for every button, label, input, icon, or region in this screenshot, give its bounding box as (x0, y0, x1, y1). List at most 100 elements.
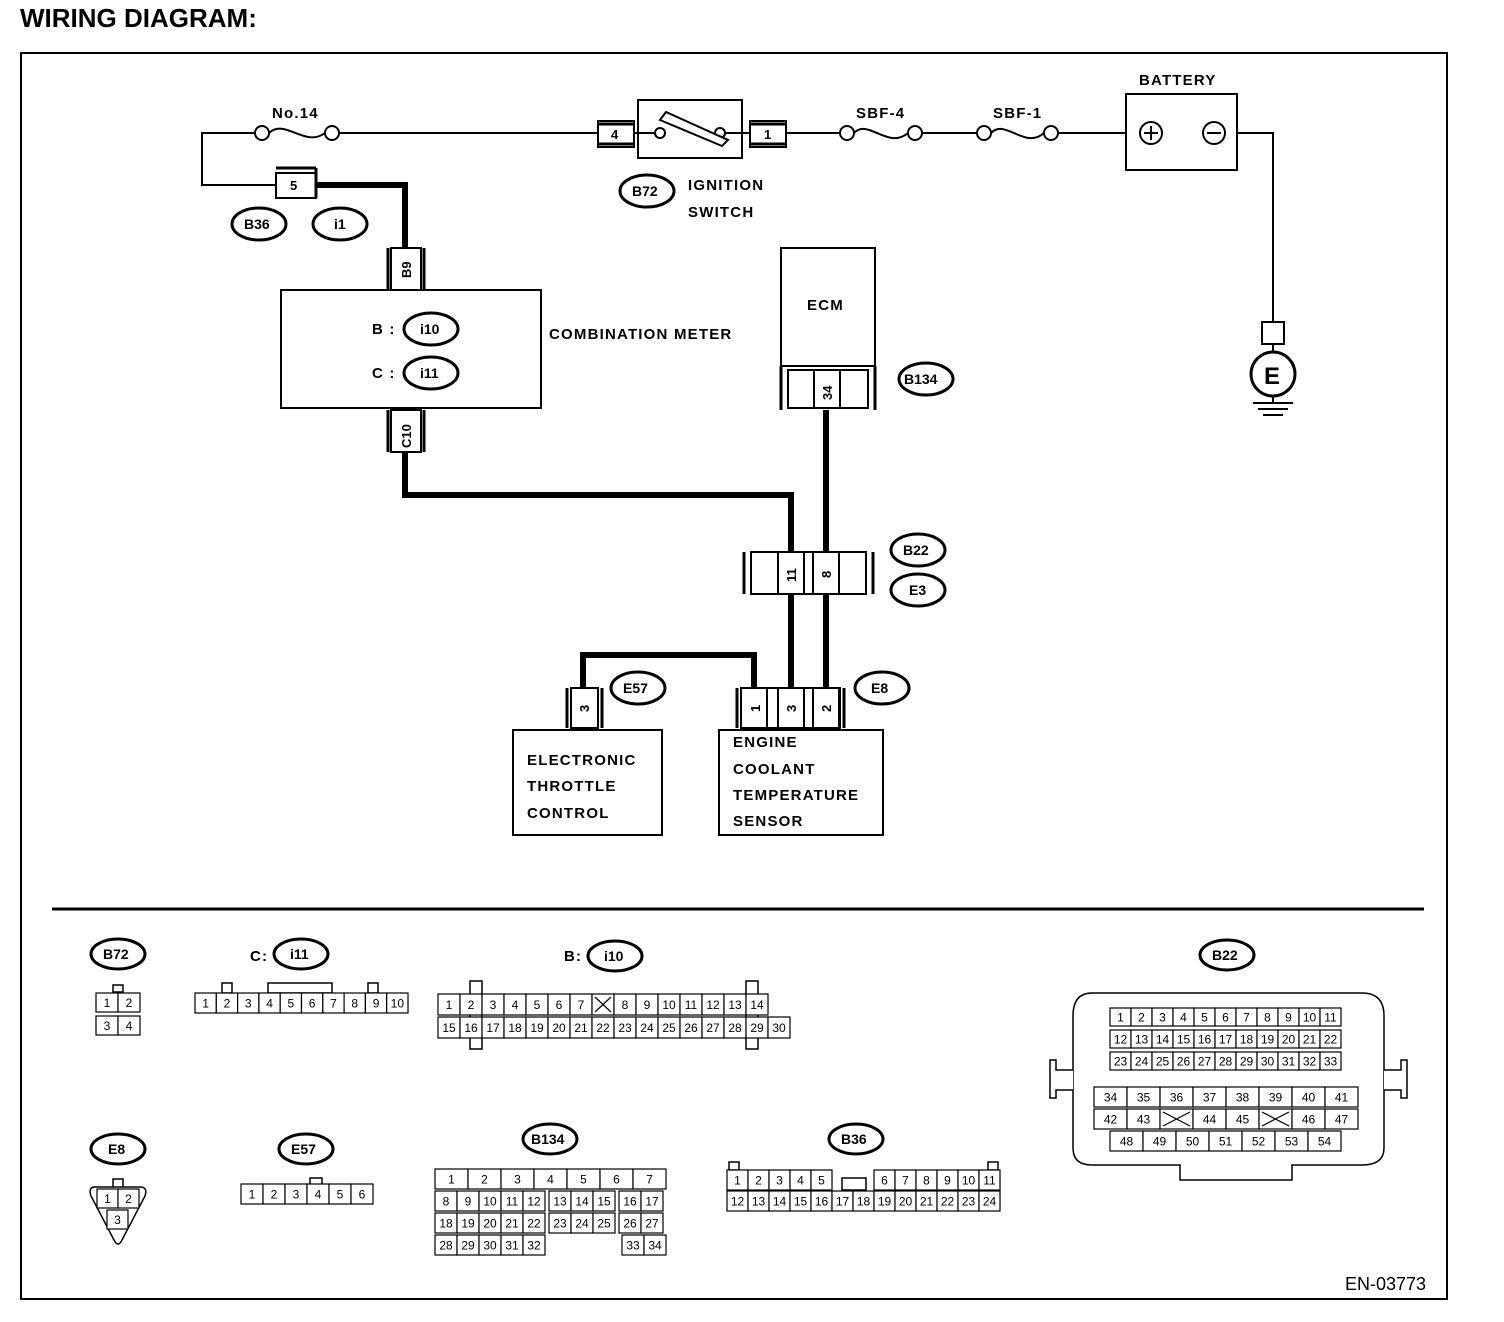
ecm-label: ECM (807, 297, 844, 314)
pin-cell (117, 1015, 141, 1036)
pin-number: 4 (266, 997, 273, 1011)
pin-number: 4 (547, 1173, 554, 1187)
ects-label-3: TEMPERATURE (733, 787, 859, 804)
connector-legend: B72 C: i11 B: i10 B22 E8 E57 B134 B36 (89, 937, 1408, 1256)
b22-pin-8: 8 (819, 571, 834, 578)
ignition-switch: 4 1 B72 IGNITION SWITCH (597, 99, 787, 221)
fusible-link-sbf4: SBF-4 (839, 105, 923, 141)
pin-number: 6 (309, 997, 316, 1011)
pin-number: 4 (512, 998, 519, 1012)
pin-number: 15 (597, 1195, 611, 1209)
pin-number: 5 (534, 998, 541, 1012)
b36-connector-label: B36 (244, 216, 270, 232)
pin-number: 3 (490, 998, 497, 1012)
pin-number: 5 (288, 997, 295, 1011)
pin-number: 34 (1104, 1091, 1118, 1105)
pin-number: 21 (505, 1217, 519, 1231)
legend-i10-label: i10 (604, 948, 624, 964)
pin-number: 11 (685, 998, 698, 1012)
pin-number: 6 (359, 1188, 366, 1202)
pin-number: 10 (391, 997, 405, 1011)
pin-number: 7 (330, 997, 337, 1011)
ects-label-4: SENSOR (733, 813, 804, 830)
ignition-label-2: SWITCH (688, 204, 754, 221)
pin-number: 12 (731, 1195, 745, 1209)
pin-number: 12 (527, 1195, 541, 1209)
pin-number: 41 (1335, 1091, 1349, 1105)
pin-number: 15 (1177, 1033, 1191, 1047)
pin-number: 3 (293, 1188, 300, 1202)
ignition-label-1: IGNITION (688, 177, 764, 194)
legend-b72-label: B72 (103, 946, 129, 962)
b134-connector-label: B134 (904, 371, 938, 387)
pin-number: 18 (1240, 1033, 1254, 1047)
power-wiring (201, 132, 1274, 322)
b22-pin-11: 11 (784, 568, 799, 582)
pin-number: 21 (1303, 1033, 1317, 1047)
pin-number: 27 (645, 1217, 659, 1231)
pin-number: 15 (442, 1021, 456, 1035)
blocked-pin-icon (1261, 1111, 1290, 1127)
pin-number: 8 (622, 998, 629, 1012)
pin-cell (632, 1168, 667, 1190)
pin-number: 8 (351, 997, 358, 1011)
pin-number: 50 (1186, 1135, 1200, 1149)
etc-label-3: CONTROL (527, 805, 610, 822)
pin-number: 34 (648, 1239, 662, 1253)
pin-number: 28 (1219, 1055, 1233, 1069)
pin-number: 21 (574, 1021, 588, 1035)
pin-number: 13 (553, 1195, 567, 1209)
pin-number: 7 (646, 1173, 653, 1187)
pin-number: 5 (1201, 1011, 1208, 1025)
b72-connector-label: B72 (632, 183, 658, 199)
pin-number: 54 (1318, 1135, 1332, 1149)
ecm-pin-34: 34 (820, 385, 835, 400)
pin-number: 4 (126, 1019, 133, 1033)
e57-connector-label: E57 (623, 680, 648, 696)
pin-number: 10 (483, 1195, 497, 1209)
pin-number: 2 (755, 1174, 762, 1188)
pin-cell (117, 1188, 140, 1209)
pin-number: 20 (483, 1217, 497, 1231)
pin-number: 9 (465, 1195, 472, 1209)
pin-number: 10 (1303, 1011, 1317, 1025)
pin-number: 3 (114, 1213, 121, 1227)
pin-cell (640, 1212, 664, 1234)
e8-pin-1: 1 (748, 705, 763, 712)
pin-number: 9 (373, 997, 380, 1011)
pin-number: 26 (1177, 1055, 1191, 1069)
pin-number: 45 (1236, 1113, 1250, 1127)
pin-number: 14 (1156, 1033, 1170, 1047)
pin-number: 28 (439, 1239, 453, 1253)
pin-number: 30 (1261, 1055, 1275, 1069)
pin-number: 4 (315, 1188, 322, 1202)
pin-number: 23 (553, 1217, 567, 1231)
pin-number: 16 (623, 1195, 637, 1209)
diagram-frame (20, 52, 1448, 1300)
pin-number: 47 (1335, 1113, 1349, 1127)
pin-cell (1319, 1029, 1342, 1049)
pin-number: 22 (527, 1217, 541, 1231)
pin-number: 44 (1203, 1113, 1217, 1127)
i11-connector-label: i11 (420, 365, 439, 381)
e8-pin-2: 2 (819, 705, 834, 712)
pin-cell (643, 1234, 667, 1256)
battery: BATTERY (1125, 72, 1238, 171)
pin-number: 3 (245, 997, 252, 1011)
pin-number: 27 (1198, 1055, 1212, 1069)
pin-number: 4 (1180, 1011, 1187, 1025)
e3-connector-label: E3 (909, 582, 926, 598)
pin-number: 36 (1170, 1091, 1184, 1105)
pin-cell (1324, 1086, 1359, 1108)
pin-number: 40 (1302, 1091, 1316, 1105)
pin-number: 19 (878, 1195, 892, 1209)
pin-number: 8 (1264, 1011, 1271, 1025)
pin-number: 33 (1324, 1055, 1338, 1069)
pin-number: 25 (662, 1021, 676, 1035)
pin-cell (522, 1234, 546, 1256)
pin-number: 20 (552, 1021, 566, 1035)
legend-i11-prefix: C: (250, 948, 268, 965)
legend-e8-label: E8 (108, 1141, 125, 1157)
pin-cell (1307, 1130, 1342, 1152)
ects-label-1: ENGINE (733, 734, 798, 751)
